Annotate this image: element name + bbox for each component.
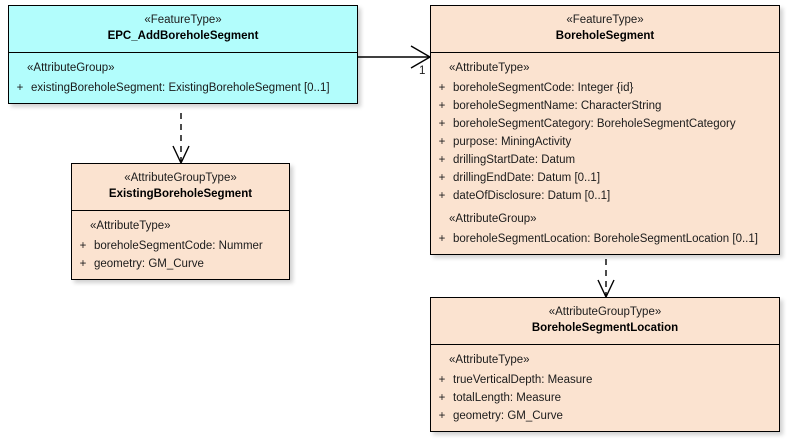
multiplicity-label-target: 1 — [419, 65, 426, 77]
attribute-signature: boreholeSegmentCode: Integer {id} — [453, 82, 634, 94]
attribute-row[interactable]: + boreholeSegmentCategory: BoreholeSegme… — [431, 115, 779, 133]
class-stereotype: «FeatureType» — [144, 14, 222, 26]
visibility-marker: + — [438, 392, 446, 404]
attribute-signature: totalLength: Measure — [453, 392, 562, 404]
attribute-signature: purpose: MiningActivity — [453, 136, 572, 148]
attribute-group-label: «AttributeType» — [90, 220, 171, 232]
class-attributes-compartment: «AttributeType» + boreholeSegmentCode: I… — [431, 53, 779, 254]
class-box-borehole-segment[interactable]: «FeatureType» BoreholeSegment «Attribute… — [430, 5, 780, 255]
class-stereotype: «FeatureType» — [566, 14, 644, 26]
visibility-marker: + — [438, 154, 446, 166]
connector-dep-boreholesegment-to-location[interactable] — [597, 248, 615, 299]
attribute-signature: geometry: GM_Curve — [453, 410, 563, 422]
visibility-marker: + — [438, 100, 446, 112]
attribute-row[interactable]: + drillingEndDate: Datum [0..1] — [431, 169, 779, 187]
class-attributes-compartment: «AttributeType» + boreholeSegmentCode: N… — [72, 211, 289, 279]
class-title: ExistingBoreholeSegment — [108, 188, 253, 200]
visibility-marker: + — [438, 410, 446, 422]
visibility-marker: + — [16, 82, 24, 94]
visibility-marker: + — [438, 172, 446, 184]
visibility-marker: + — [438, 82, 446, 94]
attribute-row[interactable]: + geometry: GM_Curve — [72, 255, 289, 273]
class-box-epc-add-borehole-segment[interactable]: «FeatureType» EPC_AddBoreholeSegment «At… — [8, 5, 358, 104]
attribute-signature: boreholeSegmentCategory: BoreholeSegment… — [453, 118, 736, 130]
connector-dep-epc-to-existing[interactable] — [172, 113, 190, 165]
class-box-existing-borehole-segment[interactable]: «AttributeGroupType» ExistingBoreholeSeg… — [71, 163, 290, 280]
class-header: «AttributeGroupType» BoreholeSegmentLoca… — [431, 298, 779, 345]
attribute-group-label: «AttributeType» — [449, 62, 530, 74]
attribute-row[interactable]: + drillingStartDate: Datum — [431, 151, 779, 169]
class-header: «FeatureType» EPC_AddBoreholeSegment — [9, 6, 357, 53]
attribute-row[interactable]: + boreholeSegmentCode: Nummer — [72, 237, 289, 255]
attribute-signature: boreholeSegmentLocation: BoreholeSegment… — [453, 233, 758, 245]
attribute-row[interactable]: + boreholeSegmentCode: Integer {id} — [431, 79, 779, 97]
visibility-marker: + — [79, 258, 87, 270]
visibility-marker: + — [438, 233, 446, 245]
attribute-row[interactable]: + dateOfDisclosure: Datum [0..1] — [431, 187, 779, 205]
attribute-signature: trueVerticalDepth: Measure — [453, 374, 593, 386]
attribute-row[interactable]: + existingBoreholeSegment: ExistingBoreh… — [9, 79, 357, 97]
attribute-group-label: «AttributeGroup» — [449, 213, 537, 225]
attribute-row[interactable]: + totalLength: Measure — [431, 389, 779, 407]
class-header: «AttributeGroupType» ExistingBoreholeSeg… — [72, 164, 289, 211]
class-title: EPC_AddBoreholeSegment — [107, 30, 259, 42]
attribute-row[interactable]: + boreholeSegmentName: CharacterString — [431, 97, 779, 115]
attribute-group-label: «AttributeGroup» — [27, 62, 115, 74]
attribute-signature: dateOfDisclosure: Datum [0..1] — [453, 190, 611, 202]
attribute-row[interactable]: + trueVerticalDepth: Measure — [431, 371, 779, 389]
attribute-row[interactable]: + geometry: GM_Curve — [431, 407, 779, 425]
visibility-marker: + — [438, 118, 446, 130]
visibility-marker: + — [438, 374, 446, 386]
dependency-open-arrowhead — [597, 279, 615, 299]
visibility-marker: + — [79, 240, 87, 252]
dependency-open-arrowhead — [172, 145, 190, 165]
class-header: «FeatureType» BoreholeSegment — [431, 6, 779, 53]
attribute-group-label: «AttributeType» — [449, 354, 530, 366]
visibility-marker: + — [438, 136, 446, 148]
attribute-signature: boreholeSegmentName: CharacterString — [453, 100, 662, 112]
attribute-row[interactable]: + boreholeSegmentLocation: BoreholeSegme… — [431, 230, 779, 248]
attribute-signature: drillingStartDate: Datum — [453, 154, 576, 166]
class-attributes-compartment: «AttributeGroup» + existingBoreholeSegme… — [9, 53, 357, 103]
class-attributes-compartment: «AttributeType» + trueVerticalDepth: Mea… — [431, 345, 779, 431]
attribute-row[interactable]: + purpose: MiningActivity — [431, 133, 779, 151]
class-title: BoreholeSegmentLocation — [531, 322, 679, 334]
attribute-signature: existingBoreholeSegment: ExistingBorehol… — [31, 82, 330, 94]
attribute-signature: drillingEndDate: Datum [0..1] — [453, 172, 601, 184]
visibility-marker: + — [438, 190, 446, 202]
class-title: BoreholeSegment — [555, 30, 655, 42]
attribute-signature: geometry: GM_Curve — [94, 258, 204, 270]
class-stereotype: «AttributeGroupType» — [124, 172, 237, 184]
class-stereotype: «AttributeGroupType» — [548, 306, 662, 318]
attribute-signature: boreholeSegmentCode: Nummer — [94, 240, 263, 252]
class-box-borehole-segment-location[interactable]: «AttributeGroupType» BoreholeSegmentLoca… — [430, 297, 780, 432]
